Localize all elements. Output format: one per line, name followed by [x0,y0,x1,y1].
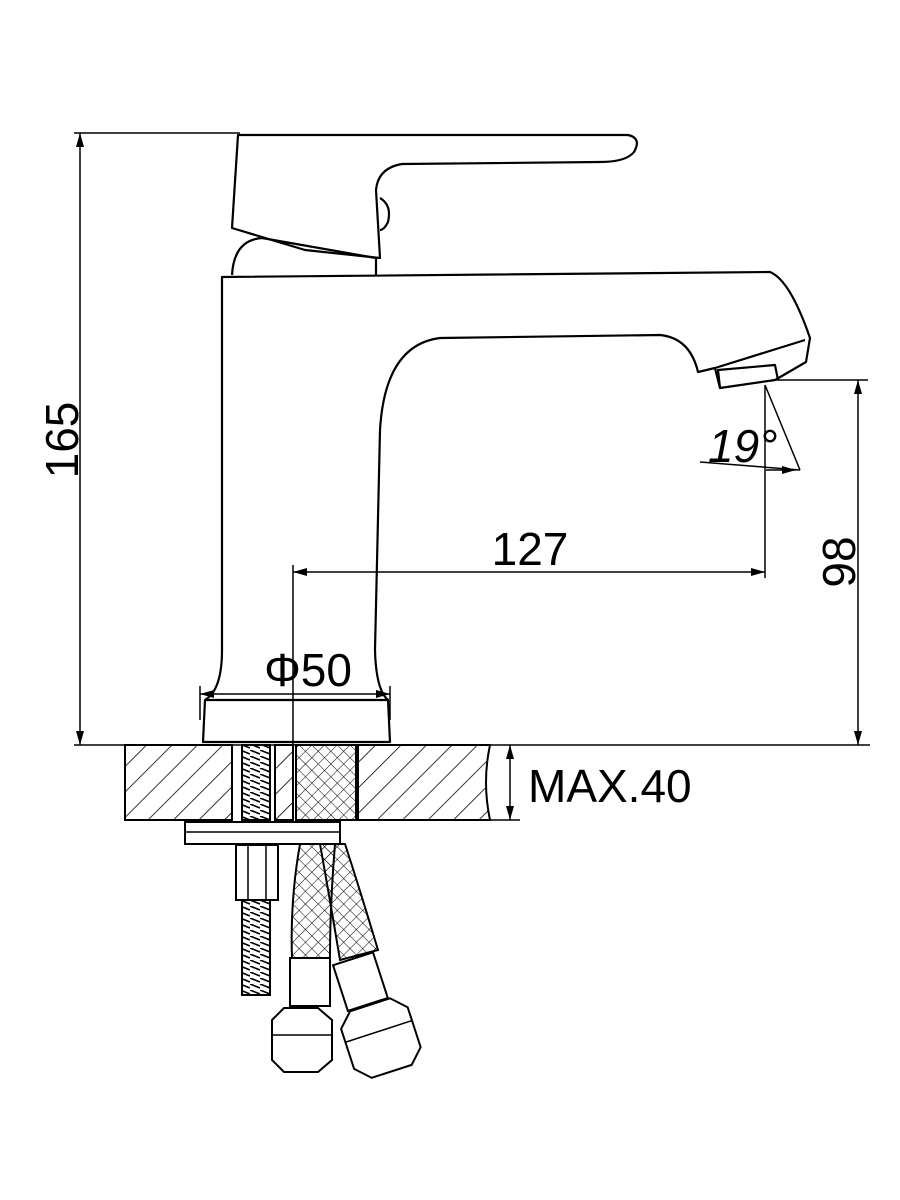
spout-angle-annotation: 19° [699,384,801,578]
height-dimension: 165 [36,132,240,745]
handle [230,133,639,276]
supply-hoses [271,744,422,1079]
reach-dimension: 127 [292,523,765,745]
spout-height-dimension: 98 [772,379,868,745]
height-label: 165 [36,402,88,479]
diameter-label: Φ50 [264,644,352,696]
angle-label: 19° [708,420,778,472]
faucet-body [201,270,812,744]
mounting-bolt [184,744,341,996]
spout-height-label: 98 [813,536,865,587]
max-thickness-label: MAX.40 [528,760,692,812]
countertop: MAX.40 [124,744,692,821]
reach-label: 127 [492,523,569,575]
diameter-dimension: Φ50 [199,644,391,720]
